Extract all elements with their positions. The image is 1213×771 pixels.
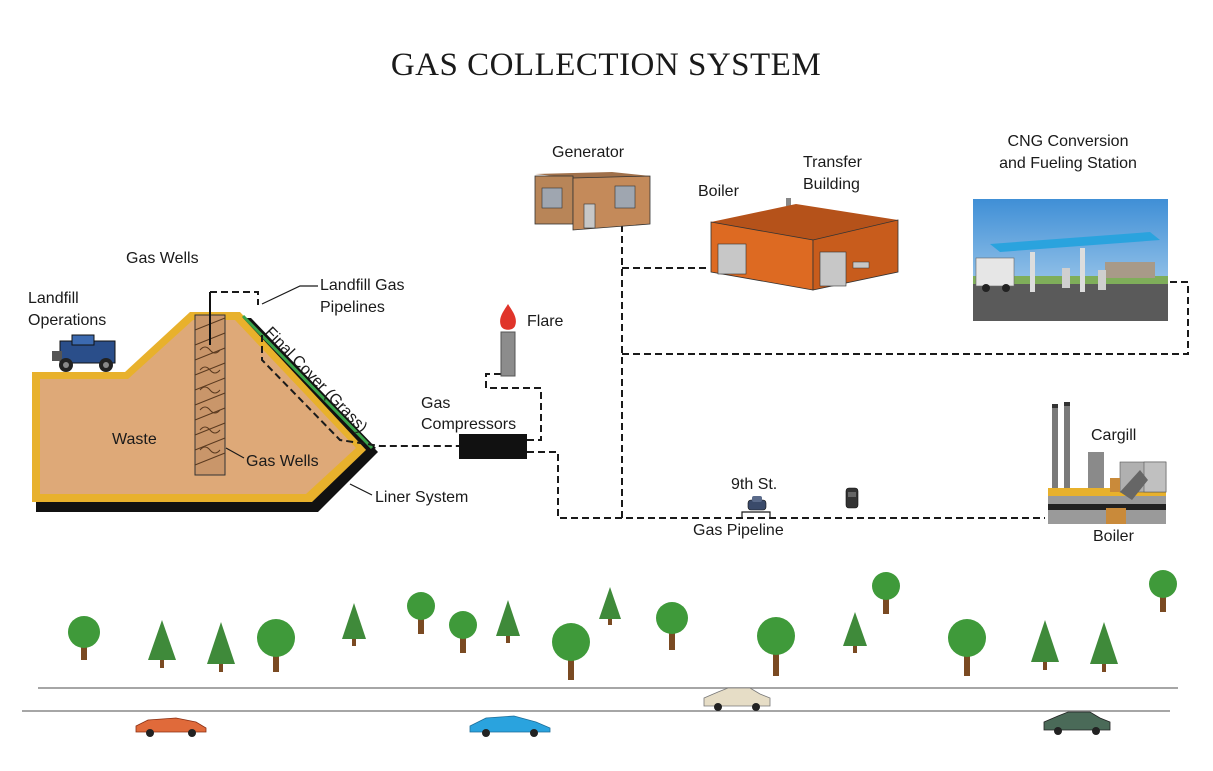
- pine-tree-icon: [599, 587, 621, 625]
- generator-building: [534, 172, 651, 231]
- cargill-label: Cargill: [1091, 427, 1136, 444]
- generator-label: Generator: [552, 144, 625, 161]
- pine-tree-icon: [1031, 620, 1059, 670]
- pipeline-crossing-bracket: [741, 511, 771, 518]
- flare-label: Flare: [527, 313, 564, 330]
- gas-compressors-label-2: Compressors: [421, 416, 516, 433]
- gas-wells-inner-label: Gas Wells: [246, 453, 319, 470]
- pine-tree-icon: [342, 603, 366, 646]
- tree-icon: [407, 592, 435, 634]
- flare-stack: [500, 331, 516, 377]
- transfer-building: [710, 198, 899, 291]
- pine-tree-icon: [1090, 622, 1118, 672]
- landfill-gas-pipelines-label-2: Pipelines: [320, 299, 385, 316]
- pine-tree-icon: [207, 622, 235, 672]
- tree-icon: [449, 611, 477, 653]
- tree-icon: [1149, 570, 1177, 612]
- landfill-gas-pipelines-label-1: Landfill Gas: [320, 277, 405, 294]
- transfer-building-label-1: Transfer: [803, 154, 863, 171]
- cng-station-image: [973, 199, 1168, 321]
- landfill-pipeline-inner: [261, 335, 460, 447]
- trunk-line: [600, 225, 623, 518]
- landfill-truck-icon: [52, 334, 116, 372]
- car-icon: [747, 496, 767, 511]
- liner-system-label: Liner System: [375, 489, 468, 506]
- cargill-plant: [1048, 402, 1167, 524]
- tree-icon: [872, 572, 900, 614]
- car-icon: [703, 687, 771, 711]
- boiler-building-label: Boiler: [698, 183, 740, 200]
- leader-lines: [225, 285, 373, 496]
- landfill: [32, 292, 378, 512]
- compressor-to-flare: [485, 373, 542, 441]
- transfer-building-label-2: Building: [803, 176, 860, 193]
- cng-label-1: CNG Conversion: [1008, 133, 1129, 150]
- tree-icon: [68, 616, 100, 660]
- landfill-operations-label-1: Landfill: [28, 290, 79, 307]
- gas-pipeline-label: Gas Pipeline: [693, 522, 784, 539]
- tree-icon: [656, 602, 688, 650]
- diagram-title: GAS COLLECTION SYSTEM: [391, 47, 821, 83]
- car-icon: [469, 715, 551, 737]
- landfill-operations-label-2: Operations: [28, 312, 106, 329]
- gas-compressors-box: [459, 434, 527, 459]
- flare-flame: [500, 304, 516, 330]
- tree-icon: [257, 619, 295, 672]
- car-icon: [135, 717, 207, 737]
- tree-row: [68, 570, 1177, 680]
- tree-icon: [552, 623, 590, 680]
- compressor-to-mainline: [527, 451, 1045, 519]
- car-icon: [845, 487, 859, 509]
- waste-label: Waste: [112, 431, 157, 448]
- pine-tree-icon: [148, 620, 176, 668]
- pine-tree-icon: [496, 600, 520, 643]
- landfill-pipeline-top: [210, 291, 259, 305]
- gas-compressors-label-1: Gas: [421, 395, 450, 412]
- tree-icon: [948, 619, 986, 676]
- cng-label-2: and Fueling Station: [999, 155, 1137, 172]
- ninth-st-label: 9th St.: [731, 476, 777, 493]
- flare: [500, 304, 516, 377]
- pine-tree-icon: [843, 612, 867, 653]
- grass-cover-line: [241, 314, 374, 450]
- car-icon: [1043, 711, 1111, 735]
- gas-wells-top-label: Gas Wells: [126, 250, 199, 267]
- tree-icon: [757, 617, 795, 676]
- cargill-boiler-label: Boiler: [1093, 528, 1135, 545]
